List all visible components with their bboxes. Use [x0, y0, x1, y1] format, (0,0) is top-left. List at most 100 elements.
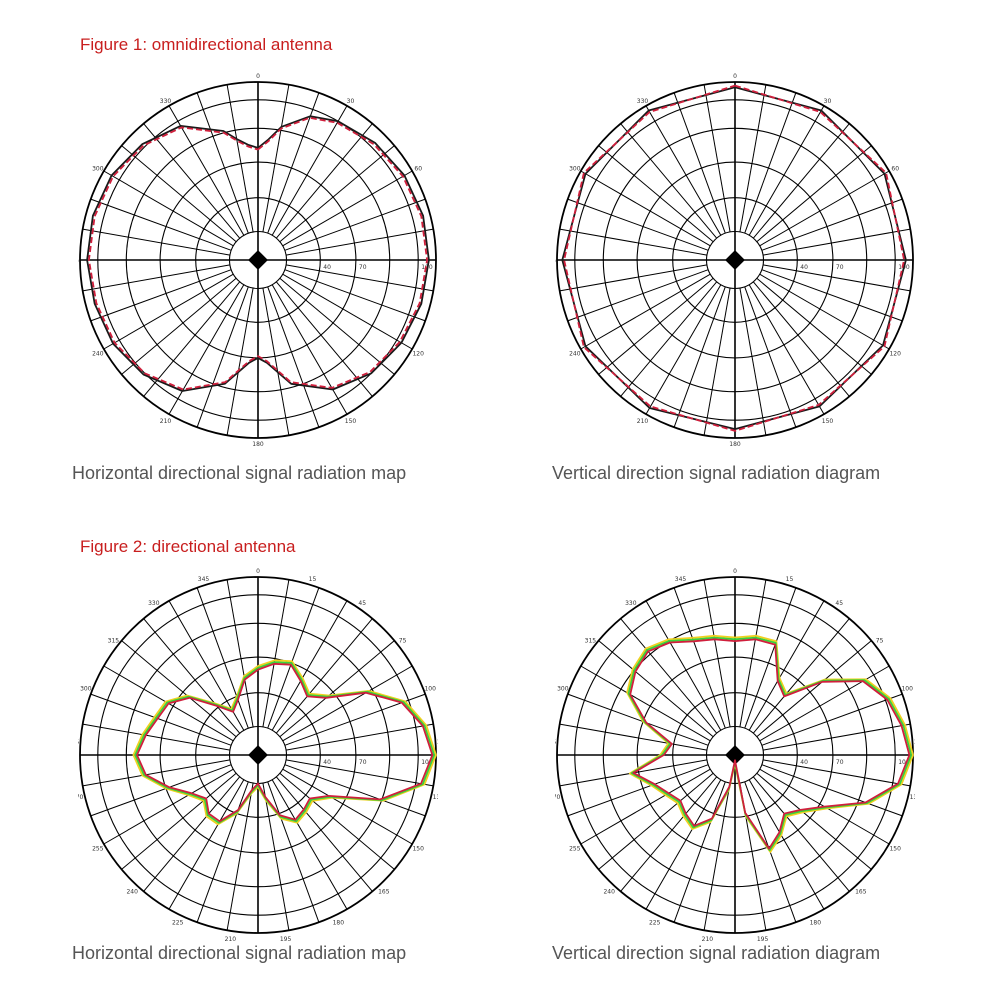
polar-spoke	[282, 665, 413, 742]
angle-tick-label: 180	[729, 441, 741, 448]
polar-spoke	[645, 600, 722, 731]
angle-tick-label: 180	[252, 441, 264, 448]
polar-spoke	[645, 779, 722, 910]
angle-tick-label: 0	[733, 568, 737, 575]
figure-2-title: Figure 2: directional antenna	[80, 537, 296, 556]
angle-tick-label: 0	[733, 73, 737, 80]
angle-tick-label: 30	[347, 98, 355, 105]
radial-tick-label: 100	[898, 759, 910, 766]
polar-spoke	[762, 264, 911, 292]
polar-spoke	[759, 665, 890, 742]
angle-tick-label: 210	[225, 936, 237, 943]
polar-grid	[556, 576, 914, 934]
polar-spoke	[284, 269, 426, 322]
angle-tick-label: 345	[198, 576, 210, 583]
center-marker	[248, 745, 268, 765]
polar-chart-fig1-horizontal: 03060901201501802102402703003304070100	[78, 70, 438, 450]
angle-tick-label: 345	[675, 576, 687, 583]
polar-grid	[79, 576, 437, 934]
polar-spoke	[279, 640, 395, 738]
angle-tick-label: 225	[172, 920, 184, 927]
polar-spoke	[620, 776, 718, 892]
angle-tick-label: 75	[876, 638, 884, 645]
polar-spoke	[275, 618, 373, 734]
polar-chart-fig2-vertical: 0154575100120135150165180195210225240255…	[555, 565, 915, 945]
angle-tick-label: 100	[901, 685, 913, 692]
polar-spoke	[559, 723, 708, 751]
angle-tick-label: 240	[126, 889, 138, 896]
chart-caption: Horizontal directional signal radiation …	[72, 463, 407, 483]
polar-spoke	[598, 640, 714, 738]
polar-spoke	[282, 273, 413, 350]
angle-tick-label: 195	[757, 936, 769, 943]
series-line	[629, 638, 911, 850]
angle-tick-label: 300	[569, 166, 581, 173]
angle-tick-label: 330	[625, 600, 637, 607]
polar-spoke	[752, 618, 850, 734]
angle-tick-label: 315	[108, 638, 120, 645]
polar-spoke	[267, 781, 320, 923]
angle-tick-label: 240	[92, 351, 104, 358]
angle-tick-label: 15	[786, 576, 794, 583]
polar-spoke	[282, 768, 413, 845]
polar-spoke	[759, 170, 890, 247]
polar-spoke	[756, 772, 872, 870]
polar-chart-fig1-vertical: 03060901201501802102402703003304070100	[555, 70, 915, 450]
angle-tick-label: 135	[910, 794, 915, 801]
polar-spoke	[143, 776, 241, 892]
angle-tick-label: 150	[889, 846, 901, 853]
polar-spoke	[598, 145, 714, 243]
angle-tick-label: 100	[424, 685, 436, 692]
polar-spoke	[762, 759, 911, 787]
polar-spoke	[567, 198, 709, 251]
polar-spoke	[196, 587, 249, 729]
polar-spoke	[759, 273, 890, 350]
polar-spoke	[761, 269, 903, 322]
angle-tick-label: 330	[148, 600, 160, 607]
polar-spoke	[567, 693, 709, 746]
polar-spoke	[196, 781, 249, 923]
angle-tick-label: 45	[835, 600, 843, 607]
polar-spoke	[762, 723, 911, 751]
polar-spoke	[262, 782, 290, 931]
angle-tick-label: 285	[555, 739, 556, 746]
angle-tick-label: 120	[914, 739, 915, 746]
angle-tick-label: 195	[280, 936, 292, 943]
angle-tick-label: 255	[92, 846, 104, 853]
angle-tick-label: 300	[80, 685, 92, 692]
polar-spoke	[279, 145, 395, 243]
radial-tick-label: 40	[323, 264, 331, 271]
polar-spoke	[82, 228, 231, 256]
angle-tick-label: 225	[649, 920, 661, 927]
polar-spoke	[168, 779, 245, 910]
angle-tick-label: 330	[637, 98, 649, 105]
polar-spoke	[620, 281, 718, 397]
polar-spoke	[598, 772, 714, 870]
polar-spoke	[271, 600, 348, 731]
polar-spoke	[739, 84, 767, 233]
angle-tick-label: 75	[399, 638, 407, 645]
polar-spoke	[90, 693, 232, 746]
polar-spoke	[90, 198, 232, 251]
center-marker	[725, 250, 745, 270]
polar-spoke	[620, 123, 718, 239]
radial-tick-label: 70	[836, 264, 844, 271]
polar-spoke	[121, 640, 237, 738]
polar-spoke	[752, 123, 850, 239]
polar-spoke	[761, 198, 903, 251]
polar-spoke	[267, 286, 320, 428]
polar-spoke	[82, 723, 231, 751]
angle-tick-label: 15	[309, 576, 317, 583]
angle-tick-label: 120	[412, 351, 424, 358]
polar-spoke	[262, 579, 290, 728]
polar-spoke	[748, 284, 825, 415]
polar-spoke	[285, 759, 434, 787]
angle-tick-label: 240	[569, 351, 581, 358]
polar-spoke	[226, 782, 254, 931]
polar-spoke	[580, 665, 711, 742]
angle-tick-label: 135	[433, 794, 438, 801]
polar-spoke	[168, 284, 245, 415]
polar-spoke	[121, 145, 237, 243]
radial-tick-label: 100	[421, 759, 433, 766]
polar-spoke	[121, 772, 237, 870]
